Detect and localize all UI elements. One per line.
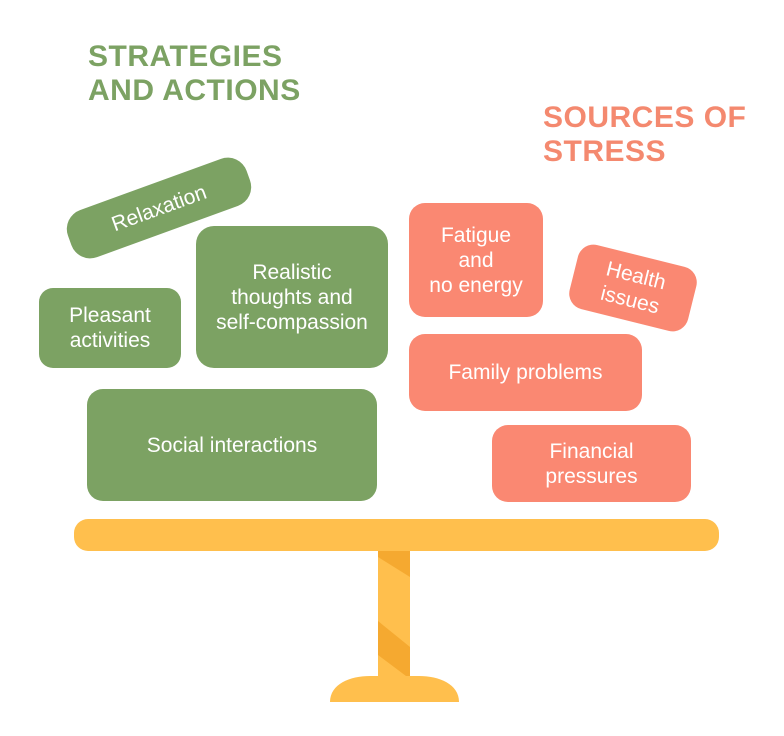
- fatigue-line-3: no energy: [429, 273, 523, 297]
- fatigue-line-1: Fatigue: [440, 223, 512, 247]
- balance-post: [378, 551, 410, 679]
- pleasant-activities-label: Pleasant activities: [69, 303, 151, 353]
- financial-pressures-line-1: Financial: [549, 439, 634, 463]
- balance-beam: [74, 519, 719, 551]
- social-interactions-box: Social interactions: [87, 389, 377, 501]
- financial-pressures-line-2: pressures: [545, 464, 638, 488]
- base-shape: [330, 676, 459, 702]
- post-shade-top: [378, 551, 410, 577]
- stressors-heading-line-2: STRESS: [543, 135, 667, 168]
- realistic-thoughts-label: Realistic thoughts and self-compassion: [216, 260, 368, 335]
- balance-base: [330, 676, 459, 702]
- financial-pressures-label: Financial pressures: [545, 439, 637, 489]
- family-problems-label: Family problems: [448, 361, 603, 384]
- health-issues-box: Health issues: [565, 241, 701, 335]
- pleasant-activities-line-1: Pleasant: [69, 304, 151, 327]
- social-interactions-label: Social interactions: [146, 433, 318, 457]
- financial-pressures-box: Financial pressures: [492, 425, 691, 502]
- pleasant-activities-box: Pleasant activities: [39, 288, 181, 368]
- fatigue-label: Fatigue and no energy: [429, 223, 522, 298]
- relaxation-label: Relaxation: [108, 180, 210, 236]
- stressors-heading: SOURCES OF STRESS: [543, 101, 746, 169]
- pleasant-activities-line-2: activities: [69, 329, 151, 352]
- strategies-heading-line-2: AND ACTIONS: [88, 74, 301, 107]
- strategies-heading: STRATEGIES AND ACTIONS: [88, 40, 301, 108]
- health-issues-label: Health issues: [597, 256, 668, 319]
- realistic-thoughts-line-2: thoughts and: [231, 285, 353, 309]
- family-problems-box: Family problems: [409, 334, 642, 411]
- fatigue-box: Fatigue and no energy: [409, 203, 543, 317]
- realistic-thoughts-line-3: self-compassion: [216, 310, 368, 334]
- strategies-heading-line-1: STRATEGIES: [88, 40, 283, 73]
- fatigue-line-2: and: [458, 248, 494, 272]
- stressors-heading-line-1: SOURCES OF: [543, 101, 747, 134]
- realistic-thoughts-line-1: Realistic: [252, 260, 332, 284]
- realistic-thoughts-box: Realistic thoughts and self-compassion: [196, 226, 388, 368]
- post-shade-bottom: [378, 621, 410, 679]
